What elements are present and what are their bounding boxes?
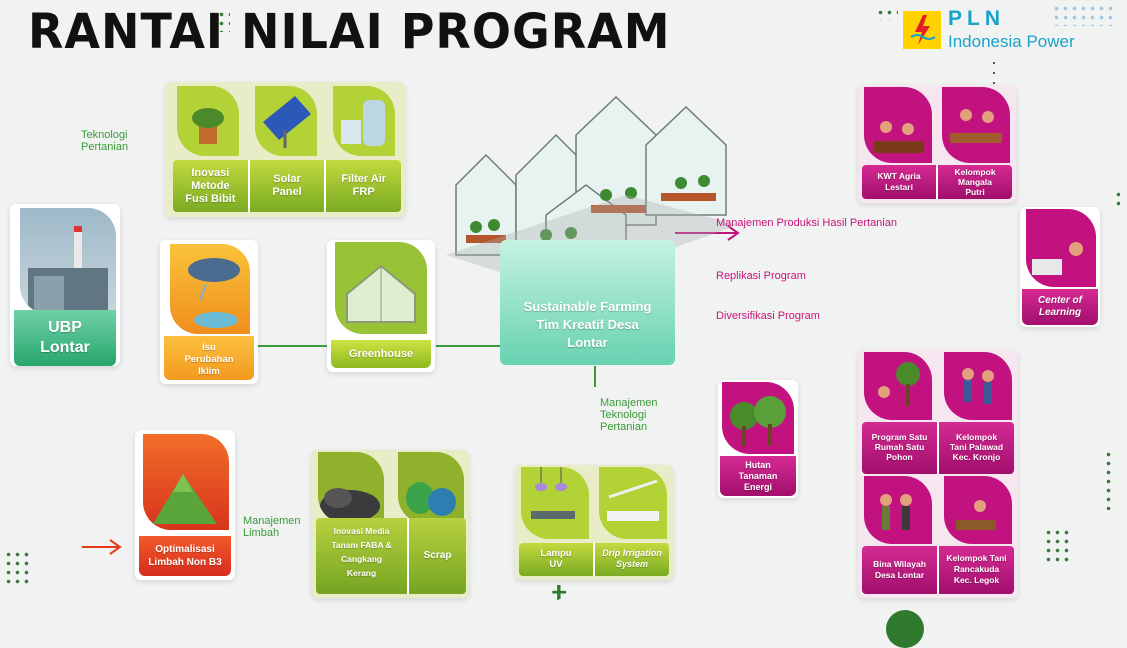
decor-dots bbox=[208, 10, 230, 32]
media-tanam-label: Inovasi Media Tanam FABA & Cangkang Kera… bbox=[316, 518, 410, 594]
sustainable-farming-node: Sustainable Farming Tim Kreatif Desa Lon… bbox=[500, 240, 675, 365]
fusi-bibit-label: Inovasi Metode Fusi Bibit bbox=[173, 160, 250, 212]
community-icon bbox=[864, 476, 932, 544]
outcome-diversifikasi: Diversifikasi Program bbox=[716, 310, 820, 322]
scrap-bags-icon bbox=[398, 452, 464, 524]
ubp-label: UBP Lontar bbox=[14, 310, 116, 366]
manajemen-limbah-panel: Inovasi Media Tanam FABA & Cangkang Kera… bbox=[312, 450, 469, 598]
filter-air-label: Filter Air FRP bbox=[341, 173, 387, 198]
hutan-tanaman-card: Hutan Tanaman Energi bbox=[718, 380, 798, 498]
hutan-label: Hutan Tanaman Energi bbox=[720, 456, 796, 496]
logo-brand: PLN bbox=[948, 7, 1005, 30]
farmers-group-icon bbox=[864, 87, 932, 163]
women-group-icon bbox=[942, 87, 1010, 163]
teknologi-pertanian-panel: Inovasi Metode Fusi Bibit Solar Panel Fi… bbox=[165, 82, 405, 217]
scrap-label: Scrap bbox=[423, 550, 452, 561]
drip-irrigation-label: Drip Irrigation System bbox=[602, 548, 662, 569]
satu-rumah-label: Program Satu Rumah Satu Pohon bbox=[862, 422, 939, 474]
tani-palawad-label: Kelompok Tani Palawad Kec. Kronjo bbox=[949, 432, 1004, 462]
solar-panel-icon bbox=[255, 86, 317, 156]
learning-icon bbox=[1026, 209, 1096, 287]
decor-dots bbox=[1052, 4, 1116, 26]
farmers-icon bbox=[944, 352, 1012, 420]
tree-planting-icon bbox=[864, 352, 932, 420]
kwt-panel: KWT Agria Lestari Kelompok Mangala Putri bbox=[858, 85, 1016, 203]
groups-bar-top: Program Satu Rumah Satu Pohon Kelompok T… bbox=[862, 422, 1014, 474]
water-filter-icon bbox=[333, 86, 395, 156]
connector-lines bbox=[82, 62, 995, 600]
outcome-replikasi: Replikasi Program bbox=[716, 270, 806, 282]
center-label: Center of Learning bbox=[1022, 289, 1098, 325]
decor-dots bbox=[1044, 528, 1070, 564]
greenhouse-card: Greenhouse bbox=[327, 240, 435, 372]
ubp-lontar-card: UBP Lontar bbox=[10, 204, 120, 366]
drip-irrigation-icon bbox=[599, 467, 667, 539]
manajemen-teknologi-panel: Lampu UV Drip Irrigation System bbox=[515, 465, 673, 580]
center-of-learning-card: Center of Learning bbox=[1020, 207, 1100, 327]
manajemen-teknologi-label: Manajemen Teknologi Pertanian bbox=[600, 397, 658, 433]
mangala-putri-label: Kelompok Mangala Putri bbox=[954, 167, 996, 197]
plant-seedling-icon bbox=[177, 86, 239, 156]
kwt-bar: KWT Agria Lestari Kelompok Mangala Putri bbox=[862, 165, 1012, 199]
decor-dots bbox=[1104, 450, 1114, 510]
power-plant-icon bbox=[20, 208, 116, 314]
isu-label: Isu Perubahan Iklim bbox=[164, 336, 254, 380]
page-title: RANTAI NILAI PROGRAM bbox=[28, 2, 671, 60]
pln-logo bbox=[903, 11, 941, 49]
outcome-produksi: Manajemen Produksi Hasil Pertanian bbox=[716, 217, 897, 229]
bina-wilayah-label: Bina Wilayah Desa Lontar bbox=[862, 546, 939, 594]
teknologi-label-bar: Inovasi Metode Fusi Bibit Solar Panel Fi… bbox=[173, 160, 401, 212]
plus-icon: + bbox=[550, 580, 569, 605]
greenhouse-icon bbox=[335, 242, 427, 334]
greenhouse-label: Greenhouse bbox=[331, 340, 431, 368]
optimalisasi-label: Optimalisasi Limbah Non B3 bbox=[139, 536, 231, 576]
isu-perubahan-iklim-card: Isu Perubahan Iklim bbox=[160, 240, 258, 384]
farming-group-icon bbox=[944, 476, 1012, 544]
forest-icon bbox=[722, 382, 794, 454]
uv-lamp-icon bbox=[521, 467, 589, 539]
decor-semicircle bbox=[886, 610, 924, 648]
lampu-uv-label: Lampu UV bbox=[519, 543, 595, 576]
coal-ash-icon bbox=[318, 452, 384, 524]
mountain-icon bbox=[143, 434, 229, 530]
decor-dots bbox=[1114, 190, 1120, 210]
decor-dots bbox=[876, 8, 898, 20]
teknologi-pertanian-label: Teknologi Pertanian bbox=[81, 129, 129, 153]
storm-cloud-icon bbox=[170, 244, 250, 334]
logo-subtitle: Indonesia Power bbox=[948, 32, 1075, 51]
manajemen-limbah-label: Manajemen Limbah bbox=[243, 515, 301, 539]
solar-panel-label: Solar Panel bbox=[250, 160, 327, 212]
kwt-agria-label: KWT Agria Lestari bbox=[862, 165, 938, 199]
manajemen-limbah-bar: Inovasi Media Tanam FABA & Cangkang Kera… bbox=[316, 518, 466, 594]
decor-dots bbox=[4, 550, 30, 586]
community-groups-panel: Program Satu Rumah Satu Pohon Kelompok T… bbox=[858, 350, 1018, 598]
tani-rancakuda-label: Kelompok Tani Rancakuda Kec. Legok bbox=[946, 553, 1007, 585]
optimalisasi-limbah-card: Optimalisasi Limbah Non B3 bbox=[135, 430, 235, 580]
lightning-icon bbox=[910, 15, 936, 45]
manajemen-teknologi-bar: Lampu UV Drip Irrigation System bbox=[519, 543, 669, 576]
groups-bar-bottom: Bina Wilayah Desa Lontar Kelompok Tani R… bbox=[862, 546, 1014, 594]
